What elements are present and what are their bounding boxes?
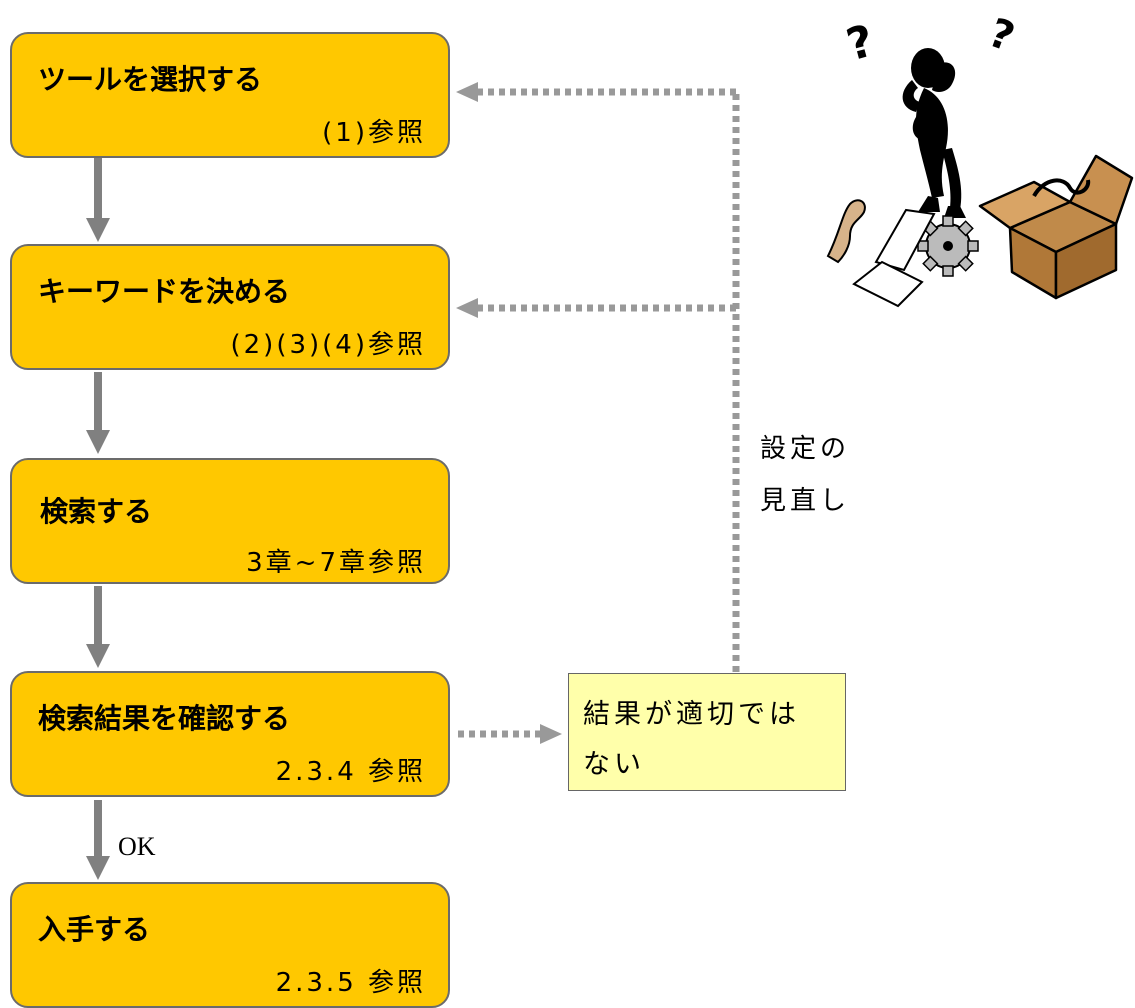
step-title: 入手する	[38, 913, 151, 946]
dotted-arrow-to-note	[458, 724, 562, 744]
note-line-1: 結果が適切では	[583, 699, 800, 730]
step-reference: (2)(3)(4)参照	[230, 330, 426, 360]
svg-text:?: ?	[983, 10, 1021, 61]
step-search: 検索する 3章~7章参照	[10, 458, 450, 584]
ok-label: OK	[118, 832, 156, 861]
step-reference: 3章~7章参照	[246, 548, 426, 578]
step-select-tool: ツールを選択する (1)参照	[10, 32, 450, 158]
step-reference: (1)参照	[322, 118, 426, 148]
note-line-2: ない	[583, 749, 645, 780]
step-title: キーワードを決める	[38, 275, 291, 308]
step-obtain: 入手する 2.3.5 参照	[10, 882, 450, 1008]
down-arrow-2	[86, 372, 110, 454]
feedback-label-line-1: 設定の	[760, 434, 851, 464]
step-check-results: 検索結果を確認する 2.3.4 参照	[10, 671, 450, 797]
step-decide-keywords: キーワードを決める (2)(3)(4)参照	[10, 244, 450, 370]
step-title: 検索結果を確認する	[38, 702, 291, 735]
down-arrow-3	[86, 586, 110, 668]
step-title: 検索する	[40, 495, 153, 528]
down-arrow-1	[86, 158, 110, 242]
confused-person-with-box-icon: ? ?	[826, 10, 1134, 308]
step-reference: 2.3.5 参照	[275, 968, 426, 998]
step-title: ツールを選択する	[38, 63, 263, 96]
result-not-appropriate-note: 結果が適切では ない	[568, 673, 846, 791]
svg-text:?: ?	[841, 15, 879, 71]
feedback-label-line-2: 見直し	[760, 486, 851, 516]
dotted-feedback-loop	[456, 82, 740, 672]
down-arrow-ok	[86, 800, 110, 880]
step-reference: 2.3.4 参照	[275, 757, 426, 787]
